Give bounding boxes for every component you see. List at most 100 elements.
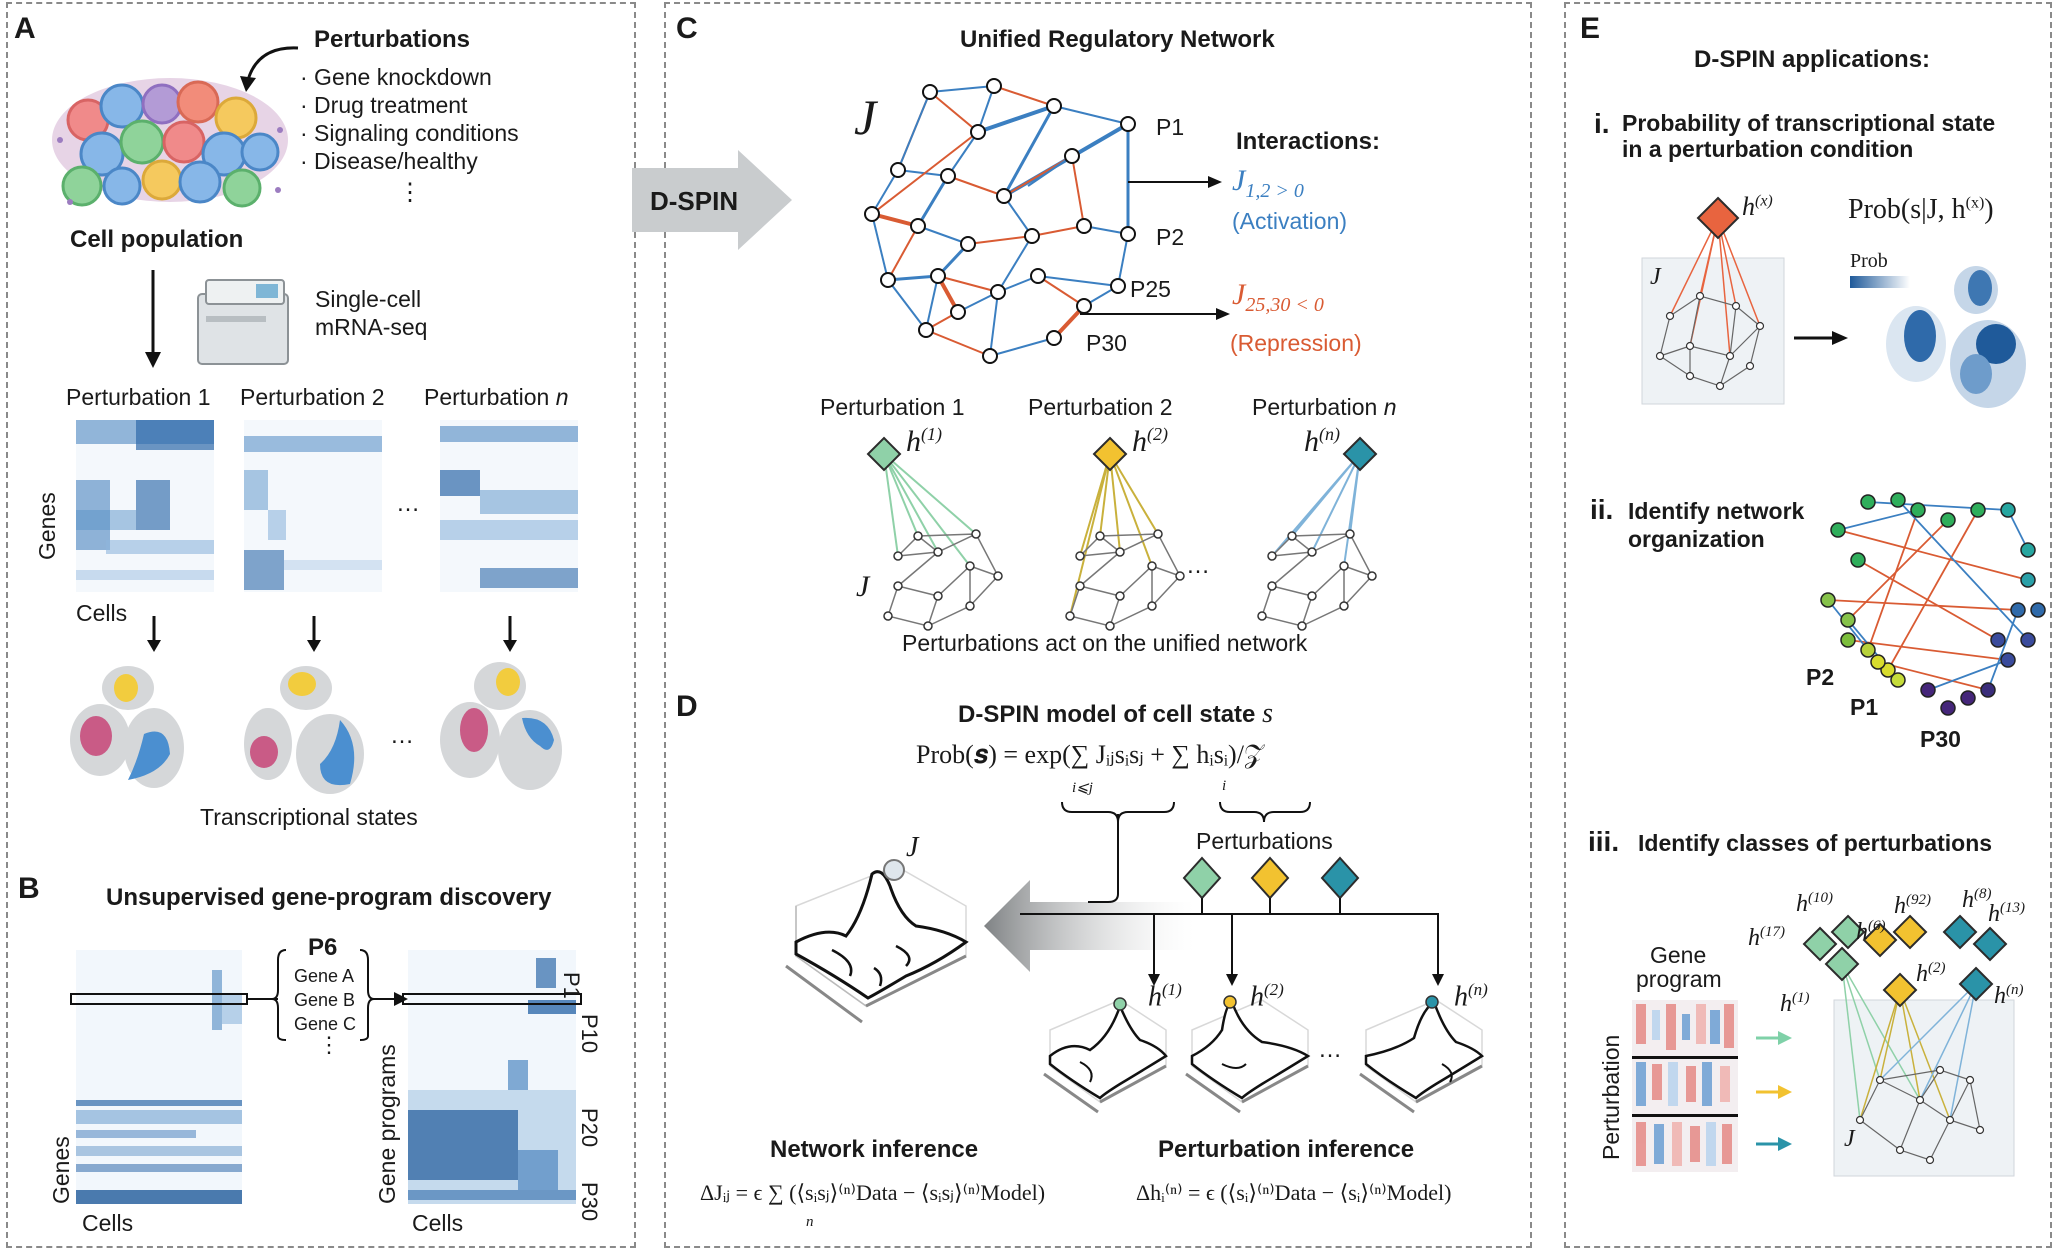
repression-label: (Repression) [1230,330,1362,356]
unified-network [864,78,1136,364]
application-number: i. [1594,108,1610,139]
class-label: h(10) [1796,890,1833,917]
panel-c-label: C [676,12,698,45]
program-gene: Gene A [294,966,355,986]
landscape-2 [1185,995,1311,1114]
perturbations-label: Perturbations [1196,828,1333,854]
h2-label: h(2) [1132,424,1168,458]
state-map-1 [70,666,184,788]
cells-axis-label: Cells [76,600,128,626]
sequencer-icon [197,279,289,365]
prob-formula: Prob(𝒔) = exp(∑ Jᵢⱼsᵢsⱼ + ∑ hᵢsᵢ)/𝒵 [916,740,1264,769]
prob-arrow [1794,331,1848,345]
perturbation-inference-title: Perturbation inference [1158,1136,1415,1163]
perturbation-n-title: Perturbation n [1252,394,1397,420]
state-map-n [440,662,562,790]
interaction-arrow-activation [1128,176,1222,188]
panel-a [6,2,636,1248]
dspin-arrow-label: D-SPIN [650,186,739,216]
horizontal-ellipsis: … [1318,1036,1342,1063]
horizontal-ellipsis: … [1186,552,1210,579]
activation-formula: J1,2 > 0 [1232,164,1304,202]
selection-box-right [402,993,582,1005]
perturbation-item: · Gene knockdown [300,64,492,90]
probability-cloud [1886,266,2026,408]
application-text: Probability of transcriptional state [1622,110,1996,136]
gene-heatmap-left [76,950,242,1204]
application-text: organization [1628,526,1765,552]
cell-population-illustration [52,78,288,208]
inference-arrow [984,880,1194,972]
J-symbol: J [854,89,877,145]
perturbation-network-2 [1065,436,1185,631]
panel-c-caption: Perturbations act on the unified network [902,630,1308,656]
sum-subscript: n [806,1214,814,1230]
program-tick: P20 [577,1108,602,1148]
h2-label: h(2) [1250,980,1284,1013]
perturbation-item: · Signaling conditions [300,120,519,146]
panel-e-title: D-SPIN applications: [1694,46,1931,73]
panel-a-label: A [14,12,36,45]
class-label: h(1) [1780,990,1810,1017]
cells-axis-label: Cells [412,1210,464,1236]
class-arrows [1756,1031,1792,1151]
down-arrow [145,270,161,368]
program-name: P6 [308,934,338,961]
sequencing-label: Single-cell [315,286,422,312]
activation-label: (Activation) [1232,208,1348,234]
perturbation-1-title: Perturbation 1 [66,384,211,410]
J-small-label: J [856,570,870,603]
gene-programs-axis-label: Gene programs [374,1044,400,1204]
application-i-network [1641,196,1785,405]
program-heatmap-right [408,950,576,1204]
cells-axis-label: Cells [82,1210,134,1236]
perturbations-title: Perturbations [314,26,471,53]
interaction-arrow-repression [1080,308,1230,320]
perturbation-2-title: Perturbation 2 [1028,394,1173,420]
state-map-2 [244,666,364,794]
perturbation-axis-label: Perturbation [1598,1034,1624,1160]
application-text: in a perturbation condition [1622,136,1914,162]
heatmap-perturbation-1 [76,420,214,592]
state-arrow [307,616,321,652]
vertical-ellipsis: ⋮ [398,179,422,206]
h1-label: h(1) [1148,980,1182,1013]
energy-landscape [785,859,969,1024]
prob-colorbar [1850,276,1910,288]
state-arrow [503,616,517,652]
panel-e-label: E [1580,12,1601,45]
panel-cd [664,2,1532,1248]
cell-population-label: Cell population [70,226,244,253]
repression-formula: J25,30 < 0 [1232,278,1324,316]
program-arrow [372,992,408,1006]
node-label-p1: P1 [1850,694,1879,720]
landscape-1 [1043,997,1168,1114]
prob-formula: Prob(s|J, h(x)) [1848,194,1994,225]
class-label: h(n) [1994,982,2024,1009]
perturbation-network-n [1257,436,1378,631]
perturbation-inference-equation: Δhᵢ⁽ⁿ⁾ = ϵ (⟨sᵢ⟩⁽ⁿ⁾Data − ⟨sᵢ⟩⁽ⁿ⁾Model) [1136,1180,1452,1205]
node-label-p25: P25 [1130,276,1171,302]
program-tick: P10 [577,1014,602,1054]
network-inference-connector [1088,814,1119,903]
perturbation-n-title: Perturbation n [424,384,569,410]
genes-axis-label: Genes [48,1136,74,1204]
class-label: h(17) [1748,924,1785,951]
perturbation-item: · Drug treatment [300,92,468,118]
horizontal-ellipsis: … [390,722,414,749]
hx-label: h(x) [1742,192,1773,221]
panel-e [1564,2,2052,1248]
program-tick: P30 [577,1182,602,1222]
gene-program-heatmap [1632,1000,1738,1172]
network-inference-equation: ΔJᵢⱼ = ϵ ∑ (⟨sᵢsⱼ⟩⁽ⁿ⁾Data − ⟨sᵢsⱼ⟩⁽ⁿ⁾Mod… [700,1180,1046,1205]
network-organization [1820,492,2046,716]
node-label-p1: P1 [1156,114,1185,140]
hn-label: h(n) [1304,424,1340,458]
class-label: h(6) [1856,918,1886,945]
heatmap-perturbation-n [440,420,578,592]
transcriptional-states-caption: Transcriptional states [200,804,418,830]
perturbation-diamonds-d [1020,856,1444,986]
curved-arrow [240,46,299,92]
vertical-ellipsis: ⋮ [318,1032,340,1057]
application-text: Identify network [1628,498,1805,524]
